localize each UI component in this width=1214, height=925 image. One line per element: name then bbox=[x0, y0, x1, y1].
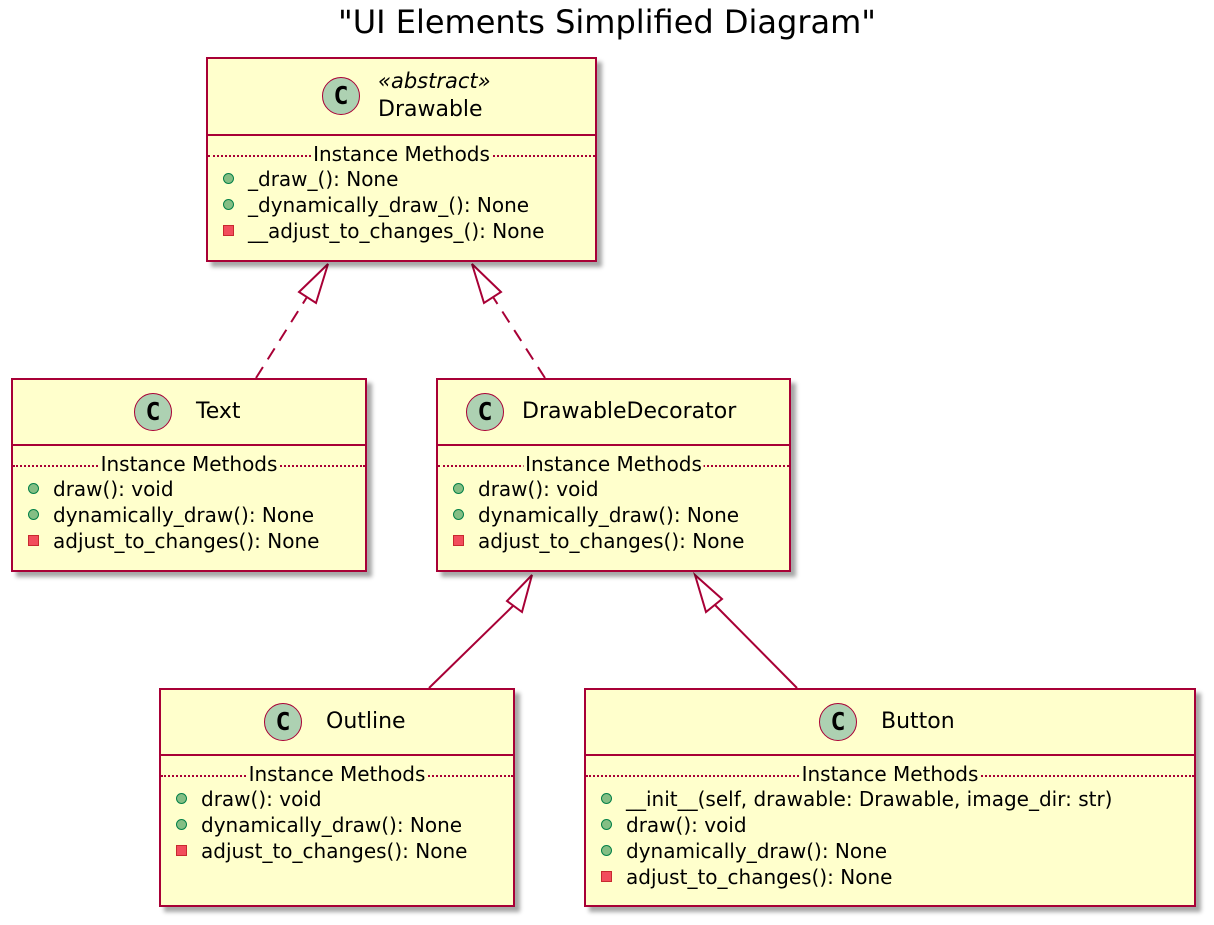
method-row: draw(): void bbox=[161, 786, 513, 812]
method-signature: draw(): void bbox=[478, 477, 599, 501]
class-stereotype: «abstract» bbox=[378, 69, 491, 93]
class-button: C Button Instance Methods __init__(self,… bbox=[584, 688, 1196, 907]
class-drawable: C «abstract» Drawable Instance Methods _… bbox=[206, 57, 597, 262]
private-visibility-icon bbox=[176, 845, 187, 856]
public-visibility-icon bbox=[28, 509, 39, 520]
method-row: draw(): void bbox=[13, 476, 365, 502]
method-row: adjust_to_changes(): None bbox=[161, 838, 513, 864]
public-visibility-icon bbox=[453, 483, 464, 494]
public-visibility-icon bbox=[601, 819, 612, 830]
class-name: Button bbox=[881, 709, 955, 734]
public-visibility-icon bbox=[176, 793, 187, 804]
section-separator: Instance Methods bbox=[586, 762, 1194, 786]
method-row: dynamically_draw(): None bbox=[13, 502, 365, 528]
class-header: C Outline bbox=[161, 690, 513, 756]
class-name: Drawable bbox=[378, 97, 483, 122]
class-outline: C Outline Instance Methods draw(): void … bbox=[159, 688, 515, 907]
diagram-title: "UI Elements Simplified Diagram" bbox=[338, 3, 876, 41]
edge-decorator-drawable bbox=[492, 296, 546, 379]
class-icon: C bbox=[819, 703, 857, 741]
section-label: Instance Methods bbox=[523, 452, 704, 476]
public-visibility-icon bbox=[601, 793, 612, 804]
method-row: _dynamically_draw_(): None bbox=[208, 192, 595, 218]
section-label: Instance Methods bbox=[311, 142, 492, 166]
class-header: C DrawableDecorator bbox=[438, 380, 789, 446]
method-signature: adjust_to_changes(): None bbox=[201, 839, 468, 863]
edge-outline-decorator bbox=[428, 602, 517, 689]
method-row: adjust_to_changes(): None bbox=[13, 528, 365, 554]
class-text: C Text Instance Methods draw(): void dyn… bbox=[11, 378, 367, 572]
method-signature: adjust_to_changes(): None bbox=[53, 529, 320, 553]
method-row: __init__(self, drawable: Drawable, image… bbox=[586, 786, 1194, 812]
class-icon: C bbox=[466, 393, 504, 431]
method-row: _draw_(): None bbox=[208, 166, 595, 192]
method-signature: dynamically_draw(): None bbox=[626, 839, 888, 863]
method-signature: draw(): void bbox=[53, 477, 174, 501]
edge-text-drawable-arrowhead bbox=[297, 263, 329, 305]
public-visibility-icon bbox=[176, 819, 187, 830]
public-visibility-icon bbox=[453, 509, 464, 520]
method-signature: adjust_to_changes(): None bbox=[626, 865, 893, 889]
class-name: DrawableDecorator bbox=[522, 399, 737, 424]
section-separator: Instance Methods bbox=[438, 452, 789, 476]
private-visibility-icon bbox=[453, 535, 464, 546]
method-signature: dynamically_draw(): None bbox=[478, 503, 740, 527]
method-row: adjust_to_changes(): None bbox=[586, 864, 1194, 890]
method-row: dynamically_draw(): None bbox=[161, 812, 513, 838]
section-separator: Instance Methods bbox=[161, 762, 513, 786]
method-signature: draw(): void bbox=[201, 787, 322, 811]
method-signature: _draw_(): None bbox=[248, 167, 399, 191]
section-label: Instance Methods bbox=[799, 762, 981, 786]
private-visibility-icon bbox=[28, 535, 39, 546]
method-row: draw(): void bbox=[586, 812, 1194, 838]
method-signature: dynamically_draw(): None bbox=[201, 813, 463, 837]
private-visibility-icon bbox=[223, 225, 234, 236]
class-header: C Text bbox=[13, 380, 365, 446]
method-signature: adjust_to_changes(): None bbox=[478, 529, 745, 553]
class-name: Outline bbox=[326, 709, 406, 734]
method-signature: draw(): void bbox=[626, 813, 747, 837]
method-signature: _dynamically_draw_(): None bbox=[248, 193, 530, 217]
section-label: Instance Methods bbox=[246, 762, 428, 786]
edge-decorator-drawable-arrowhead bbox=[471, 263, 503, 305]
edge-text-drawable bbox=[255, 296, 308, 379]
method-row: dynamically_draw(): None bbox=[586, 838, 1194, 864]
class-drawable-decorator: C DrawableDecorator Instance Methods dra… bbox=[436, 378, 791, 572]
class-icon: C bbox=[264, 703, 302, 741]
method-row: dynamically_draw(): None bbox=[438, 502, 789, 528]
method-row: draw(): void bbox=[438, 476, 789, 502]
public-visibility-icon bbox=[223, 173, 234, 184]
class-name: Text bbox=[196, 399, 241, 424]
method-row: __adjust_to_changes_(): None bbox=[208, 218, 595, 244]
public-visibility-icon bbox=[601, 845, 612, 856]
section-separator: Instance Methods bbox=[208, 142, 595, 166]
method-signature: __adjust_to_changes_(): None bbox=[248, 219, 545, 243]
public-visibility-icon bbox=[223, 199, 234, 210]
class-header: C Button bbox=[586, 690, 1194, 756]
method-signature: dynamically_draw(): None bbox=[53, 503, 315, 527]
public-visibility-icon bbox=[28, 483, 39, 494]
edge-button-decorator-arrowhead bbox=[693, 571, 724, 614]
section-separator: Instance Methods bbox=[13, 452, 365, 476]
class-header: C «abstract» Drawable bbox=[208, 59, 595, 136]
class-icon: C bbox=[134, 393, 172, 431]
class-icon: C bbox=[322, 77, 360, 115]
edge-outline-decorator-arrowhead bbox=[505, 574, 533, 614]
edge-button-decorator bbox=[713, 603, 798, 689]
method-signature: __init__(self, drawable: Drawable, image… bbox=[626, 787, 1113, 811]
method-row: adjust_to_changes(): None bbox=[438, 528, 789, 554]
section-label: Instance Methods bbox=[98, 452, 280, 476]
private-visibility-icon bbox=[601, 871, 612, 882]
